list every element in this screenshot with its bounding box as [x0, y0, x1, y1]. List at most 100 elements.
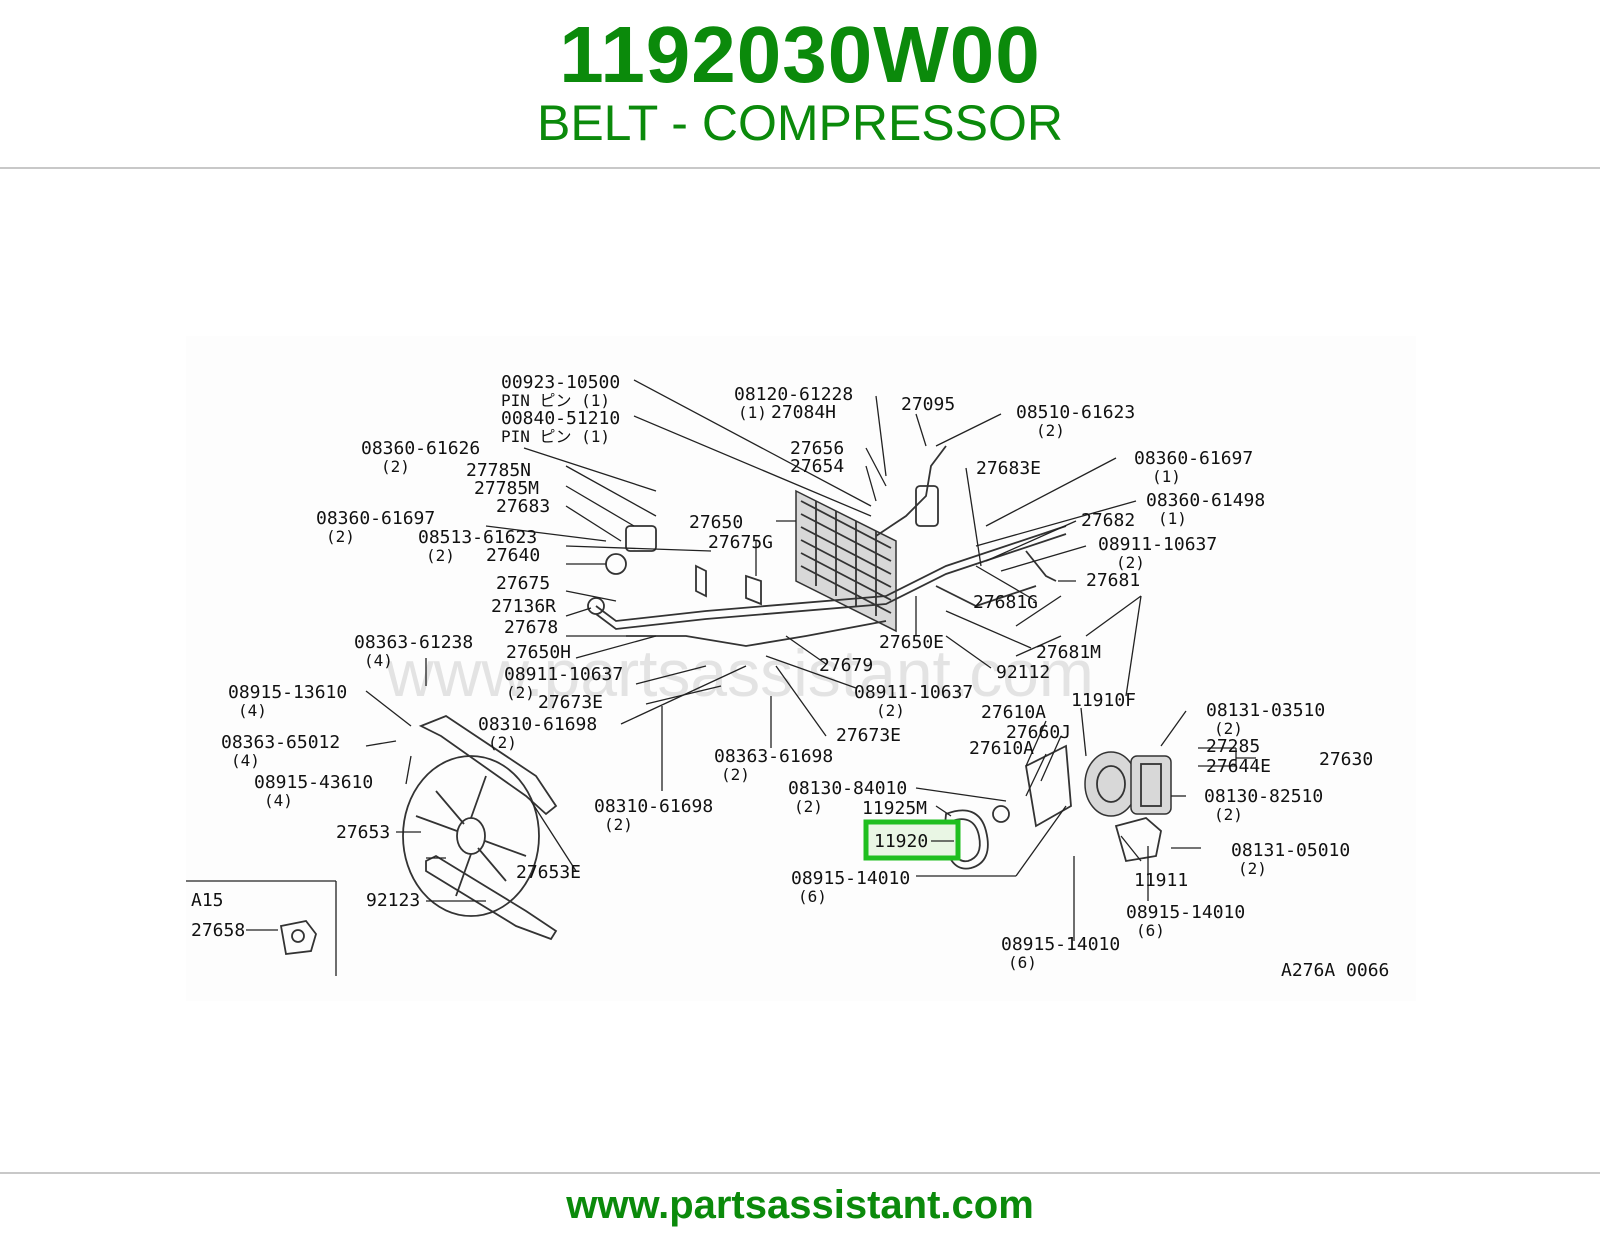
label-27656: 27656 — [790, 438, 844, 459]
label-08360-61697-a: 08360-61697 — [316, 508, 435, 529]
inset-part-label: 27658 — [191, 920, 245, 941]
qty: (2) — [1214, 719, 1243, 738]
label-27610A-a: 27610A — [981, 702, 1046, 723]
label-27285: 27285 — [1206, 736, 1260, 757]
label-11910F: 11910F — [1071, 690, 1136, 711]
label-27785N: 27785N — [466, 460, 531, 481]
inset-part-drawing — [279, 920, 317, 955]
label-27679: 27679 — [819, 655, 873, 676]
label-27683E: 27683E — [976, 458, 1041, 479]
label-08363-61238: 08363-61238 — [354, 632, 473, 653]
label-27644E: 27644E — [1206, 756, 1271, 777]
label-08363-61698: 08363-61698 — [714, 746, 833, 767]
label-27683: 27683 — [496, 496, 550, 517]
label-27084H: 27084H — [771, 402, 836, 423]
label-08360-61626: 08360-61626 — [361, 438, 480, 459]
leader-lines — [365, 379, 1256, 941]
label-08915-14010-c: 08915-14010 — [1001, 934, 1120, 955]
label-08915-14010-a: 08915-14010 — [791, 868, 910, 889]
qty: (2) — [604, 815, 633, 834]
label-00923-10500: 00923-10500 — [501, 372, 620, 393]
label-27650: 27650 — [689, 512, 743, 533]
label-27785M: 27785M — [474, 478, 539, 499]
qty: (6) — [798, 887, 827, 906]
label-pin-b: PIN ピン (1) — [501, 427, 610, 446]
label-08131-03510: 08131-03510 — [1206, 700, 1325, 721]
page-header: 1192030W00 BELT - COMPRESSOR — [0, 0, 1600, 168]
label-08360-61697-b: 08360-61697 — [1134, 448, 1253, 469]
highlighted-part-callout[interactable]: 11920 — [863, 819, 961, 861]
label-27678: 27678 — [504, 617, 558, 638]
qty: (2) — [326, 527, 355, 546]
label-27681M: 27681M — [1036, 642, 1101, 663]
label-08915-13610: 08915-13610 — [228, 682, 347, 703]
cooling-fan-drawing — [402, 714, 558, 941]
label-00840-51210: 00840-51210 — [501, 408, 620, 429]
footer-divider — [0, 1172, 1600, 1174]
label-27136R: 27136R — [491, 596, 556, 617]
qty: (2) — [721, 765, 750, 784]
receiver-drier-drawing — [587, 485, 939, 615]
label-27673E-a: 27673E — [538, 692, 603, 713]
qty: (2) — [426, 546, 455, 565]
label-08510-61623: 08510-61623 — [1016, 402, 1135, 423]
inset-engine-label: A15 — [191, 890, 224, 911]
label-08360-61498: 08360-61498 — [1146, 490, 1265, 511]
qty: (1) — [738, 403, 767, 422]
footer-url[interactable]: www.partsassistant.com — [566, 1183, 1034, 1227]
refrigerant-pipes — [595, 445, 1067, 647]
label-08911-10637-a: 08911-10637 — [504, 664, 623, 685]
label-08911-10637-c: 08911-10637 — [854, 682, 973, 703]
label-08310-61698-a: 08310-61698 — [478, 714, 597, 735]
label-08915-14010-b: 08915-14010 — [1126, 902, 1245, 923]
label-27610A-b: 27610A — [969, 738, 1034, 759]
compressor-drawing — [1025, 744, 1172, 863]
label-11911: 11911 — [1134, 870, 1188, 891]
qty: (2) — [1116, 553, 1145, 572]
label-27675G: 27675G — [708, 532, 773, 553]
header-divider — [0, 167, 1600, 169]
label-08310-61698-b: 08310-61698 — [594, 796, 713, 817]
qty: (1) — [1158, 509, 1187, 528]
part-number-title: 1192030W00 — [559, 10, 1041, 99]
label-27630: 27630 — [1319, 749, 1373, 770]
qty: (2) — [381, 457, 410, 476]
qty: (2) — [876, 701, 905, 720]
qty: (4) — [238, 701, 267, 720]
figure-code: A276A 0066 — [1281, 960, 1389, 981]
highlight-box — [863, 819, 961, 861]
qty: (4) — [231, 751, 260, 770]
label-27650E: 27650E — [879, 632, 944, 653]
label-27654: 27654 — [790, 456, 844, 477]
label-27640: 27640 — [486, 545, 540, 566]
label-92112: 92112 — [996, 662, 1050, 683]
label-08130-84010: 08130-84010 — [788, 778, 907, 799]
label-27653E: 27653E — [516, 862, 581, 883]
label-11925M: 11925M — [862, 798, 927, 819]
label-27681: 27681 — [1086, 570, 1140, 591]
label-08911-10637-b: 08911-10637 — [1098, 534, 1217, 555]
qty: (1) — [1152, 467, 1181, 486]
label-08513-61623: 08513-61623 — [418, 527, 537, 548]
label-08130-82510: 08130-82510 — [1204, 786, 1323, 807]
parts-diagram: www.partsassistant.com — [186, 336, 1416, 1001]
label-27660J: 27660J — [1006, 722, 1071, 743]
label-08915-43610: 08915-43610 — [254, 772, 373, 793]
qty: (6) — [1136, 921, 1165, 940]
qty: (2) — [794, 797, 823, 816]
part-name-subtitle: BELT - COMPRESSOR — [536, 95, 1064, 151]
label-27650H: 27650H — [506, 642, 571, 663]
qty: (4) — [264, 791, 293, 810]
exploded-view-diagram: www.partsassistant.com — [186, 372, 1389, 981]
qty: (6) — [1008, 953, 1037, 972]
qty: (2) — [1214, 805, 1243, 824]
label-27095: 27095 — [901, 394, 955, 415]
label-08120-61228: 08120-61228 — [734, 384, 853, 405]
label-11920: 11920 — [874, 831, 928, 852]
label-27673E-b: 27673E — [836, 725, 901, 746]
label-27653: 27653 — [336, 822, 390, 843]
label-27681G: 27681G — [973, 592, 1038, 613]
label-08131-05010: 08131-05010 — [1231, 840, 1350, 861]
label-08363-65012: 08363-65012 — [221, 732, 340, 753]
qty: (2) — [1036, 421, 1065, 440]
